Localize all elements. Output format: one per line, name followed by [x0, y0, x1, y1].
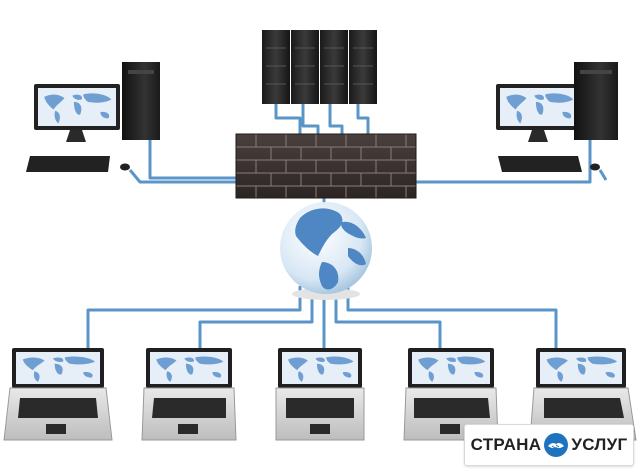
cable-right-mouse — [600, 170, 606, 180]
cable-globe-laptop-5 — [348, 286, 556, 350]
cable-left-mouse — [130, 170, 244, 182]
cable-left-desktop — [150, 140, 244, 178]
cable-globe-laptop-1 — [88, 286, 300, 350]
desktop-computer-icon — [496, 62, 618, 172]
laptop-icon — [142, 348, 236, 440]
cable-globe-laptop-2 — [200, 292, 312, 350]
server-rack-icon — [262, 30, 377, 104]
watermark-left-word: СТРАНА — [471, 435, 542, 455]
cable-globe-laptop-4 — [336, 292, 440, 350]
globe-icon — [280, 202, 372, 300]
desktop-computer-icon — [26, 62, 160, 172]
handshake-icon — [543, 432, 569, 458]
strana-uslug-watermark: СТРАНА УСЛУГ — [464, 424, 634, 466]
firewall-icon — [236, 134, 416, 198]
watermark-right-word: УСЛУГ — [571, 435, 627, 455]
laptop-icon — [4, 348, 112, 440]
laptop-icon — [276, 348, 364, 440]
